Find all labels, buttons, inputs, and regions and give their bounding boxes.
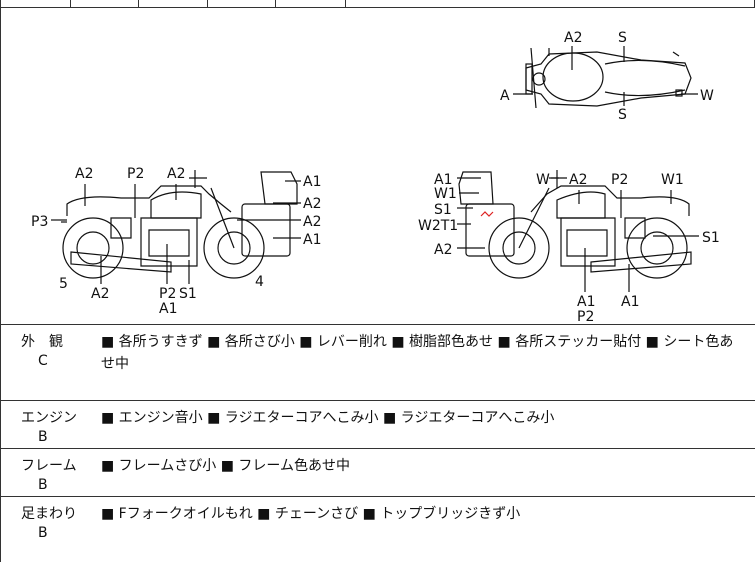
motorcycle-diagram-svg: A2 S A W S A2 P2 A2 A1 P3: [31, 30, 720, 324]
right-side-labels: A1 W A2 P2 W1 W1 S1 W2T1 A2 S1 A1 P2 A1: [418, 172, 720, 324]
category-grade: C: [38, 353, 48, 369]
right-label: S1: [702, 230, 720, 246]
category-grade: B: [38, 525, 48, 541]
right-label: W: [536, 172, 550, 188]
category-name: フレーム: [21, 458, 77, 474]
category-cell: 外 観 C: [1, 325, 91, 400]
category-grade: B: [38, 429, 48, 445]
category-grade: B: [38, 477, 48, 493]
condition-row-suspension: 足まわり B ■ Fフォークオイルもれ ■ チェーンさび ■ トップブリッジきず…: [1, 496, 755, 562]
left-label: A2: [75, 166, 93, 182]
right-label: P2: [577, 309, 594, 324]
left-label: S1: [179, 286, 197, 302]
left-side-labels: A2 P2 A2 A1 P3 A2 A2 A1 5 A2 P2 S1 A1 4: [31, 166, 321, 317]
left-label: P2: [159, 286, 176, 302]
left-label: A1: [303, 174, 321, 190]
left-label: A2: [91, 286, 109, 302]
top-label: S: [618, 30, 627, 46]
condition-table: 外 観 C ■ 各所うすきず ■ 各所さび小 ■ レバー削れ ■ 樹脂部色あせ …: [0, 324, 755, 562]
right-label: S1: [434, 202, 452, 218]
category-cell: エンジン B: [1, 401, 91, 448]
left-label: P2: [127, 166, 144, 182]
left-label: A2: [303, 196, 321, 212]
category-name: 足まわり: [21, 506, 77, 522]
left-label: 5: [59, 276, 68, 292]
top-view-motorcycle: [525, 47, 692, 109]
right-label: W1: [661, 172, 684, 188]
right-side-motorcycle: [458, 170, 692, 279]
left-label: P3: [31, 214, 48, 230]
category-cell: 足まわり B: [1, 497, 91, 562]
right-label: A1: [577, 294, 595, 310]
left-label: A1: [303, 232, 321, 248]
condition-notes: ■ フレームさび小 ■ フレーム色あせ中: [101, 458, 350, 474]
left-label: A2: [303, 214, 321, 230]
condition-row-exterior: 外 観 C ■ 各所うすきず ■ 各所さび小 ■ レバー削れ ■ 樹脂部色あせ …: [1, 324, 755, 400]
left-label: 4: [255, 274, 264, 290]
condition-notes: ■ 各所うすきず ■ 各所さび小 ■ レバー削れ ■ 樹脂部色あせ ■ 各所ステ…: [101, 334, 734, 372]
category-cell: フレーム B: [1, 449, 91, 496]
top-label: A: [500, 88, 510, 104]
top-table-strip: [0, 0, 755, 8]
right-label: P2: [611, 172, 628, 188]
right-label: W2T1: [418, 218, 458, 234]
left-label: A2: [167, 166, 185, 182]
right-label: A1: [621, 294, 639, 310]
right-label: A2: [569, 172, 587, 188]
top-label: W: [700, 88, 714, 104]
right-label: A2: [434, 242, 452, 258]
condition-row-frame: フレーム B ■ フレームさび小 ■ フレーム色あせ中: [1, 448, 755, 496]
top-label: S: [618, 107, 627, 123]
condition-notes: ■ エンジン音小 ■ ラジエターコアへこみ小 ■ ラジエターコアへこみ小: [101, 410, 555, 426]
category-name: 外 観: [21, 334, 63, 350]
right-label: W1: [434, 186, 457, 202]
top-view-labels: A2 S A W S: [500, 30, 714, 123]
category-name: エンジン: [21, 410, 77, 426]
left-side-motorcycle: [61, 170, 298, 279]
left-label: A1: [159, 301, 177, 317]
damage-diagram: A2 S A W S A2 P2 A2 A1 P3: [0, 8, 755, 324]
condition-notes: ■ Fフォークオイルもれ ■ チェーンさび ■ トップブリッジきず小: [101, 506, 521, 522]
top-label: A2: [564, 30, 582, 46]
right-label: A1: [434, 172, 452, 188]
condition-row-engine: エンジン B ■ エンジン音小 ■ ラジエターコアへこみ小 ■ ラジエターコアへ…: [1, 400, 755, 448]
